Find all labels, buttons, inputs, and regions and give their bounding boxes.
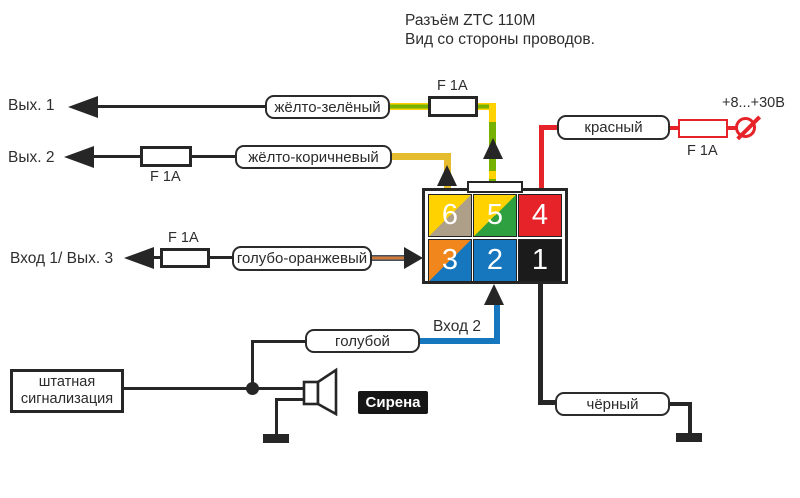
pin-5-number: 5 [486, 199, 504, 231]
alarm-line2: сигнализация [20, 391, 114, 407]
pin-3: 3 [428, 239, 472, 282]
wire-black-stub [538, 400, 557, 405]
fuse-out1 [428, 96, 478, 117]
title-line2: Вид со стороны проводов. [405, 31, 595, 48]
wire-label-yellow-brown: жёлто-коричневый [235, 145, 392, 169]
fuse-out2-label: F 1A [150, 169, 181, 185]
diagram-title: Разъём ZTC 110M Вид со стороны проводов. [405, 11, 595, 49]
wire-label-blue-orange: голубо-оранжевый [232, 246, 372, 271]
port-label-out1: Вых. 1 [8, 97, 55, 114]
port-label-in1-out3: Вход 1/ Вых. 3 [10, 250, 114, 267]
factory-alarm-box: штатная сигнализация [10, 369, 124, 413]
siren-label: Сирена [358, 391, 428, 414]
wire-label-black: чёрный [555, 392, 670, 416]
pin-3-number: 3 [441, 244, 459, 276]
pin-4-number: 4 [531, 199, 549, 231]
pin-1: 1 [518, 239, 562, 282]
wire-label-yellow-green: жёлто-зелёный [265, 95, 390, 119]
ground-icon [263, 434, 289, 443]
alarm-line1: штатная [38, 374, 96, 390]
alarm-to-siren-line [124, 387, 305, 390]
signal-line-blue-down [251, 340, 254, 391]
pin-6-number: 6 [441, 199, 459, 231]
fuse-power-label: F 1A [687, 143, 718, 159]
wire-red-vertical [539, 125, 544, 190]
signal-line-blue-left [253, 340, 305, 343]
arrow-left-icon [68, 96, 98, 118]
voltage-label: +8...+30В [722, 95, 785, 111]
power-terminal-icon [735, 117, 756, 138]
wire-black-right [670, 402, 692, 406]
pin-2: 2 [473, 239, 517, 282]
pin-5: 5 [473, 194, 517, 237]
wire-label-red: красный [557, 115, 670, 140]
arrow-left-icon [64, 146, 94, 168]
signal-line-out1 [92, 105, 265, 108]
siren-ground-line-v [275, 398, 278, 435]
fuse-power [678, 119, 728, 138]
fuse-in1-label: F 1A [168, 230, 199, 246]
pin-6: 6 [428, 194, 472, 237]
fuse-in1 [160, 248, 210, 268]
wire-blue-vertical [494, 303, 500, 344]
wire-label-blue: голубой [305, 329, 420, 353]
connector-tab [467, 181, 523, 193]
wire-red-stub [539, 125, 559, 130]
wire-blue-orange [372, 255, 407, 261]
fuse-out2 [140, 146, 192, 167]
wire-yellow-brown-horizontal [392, 153, 451, 160]
arrow-up-icon [484, 284, 504, 305]
port-label-out2: Вых. 2 [8, 149, 55, 166]
arrow-up-icon [437, 165, 457, 186]
junction-dot [246, 382, 259, 395]
port-label-in2: Вход 2 [433, 318, 481, 335]
wire-black-down [688, 402, 692, 433]
siren-speaker-icon [302, 367, 338, 417]
pin-2-number: 2 [486, 244, 504, 276]
arrow-left-icon [124, 247, 154, 269]
siren-ground-line-h [277, 398, 305, 401]
wire-black-vertical [538, 284, 543, 405]
fuse-out1-label: F 1A [437, 78, 468, 94]
pin-1-number: 1 [531, 244, 549, 276]
pin-4: 4 [518, 194, 562, 237]
arrow-right-icon [404, 247, 423, 269]
ground-icon [676, 433, 702, 442]
title-line1: Разъём ZTC 110M [405, 12, 536, 29]
arrow-up-icon [483, 138, 503, 159]
wire-blue-horizontal [420, 338, 500, 344]
